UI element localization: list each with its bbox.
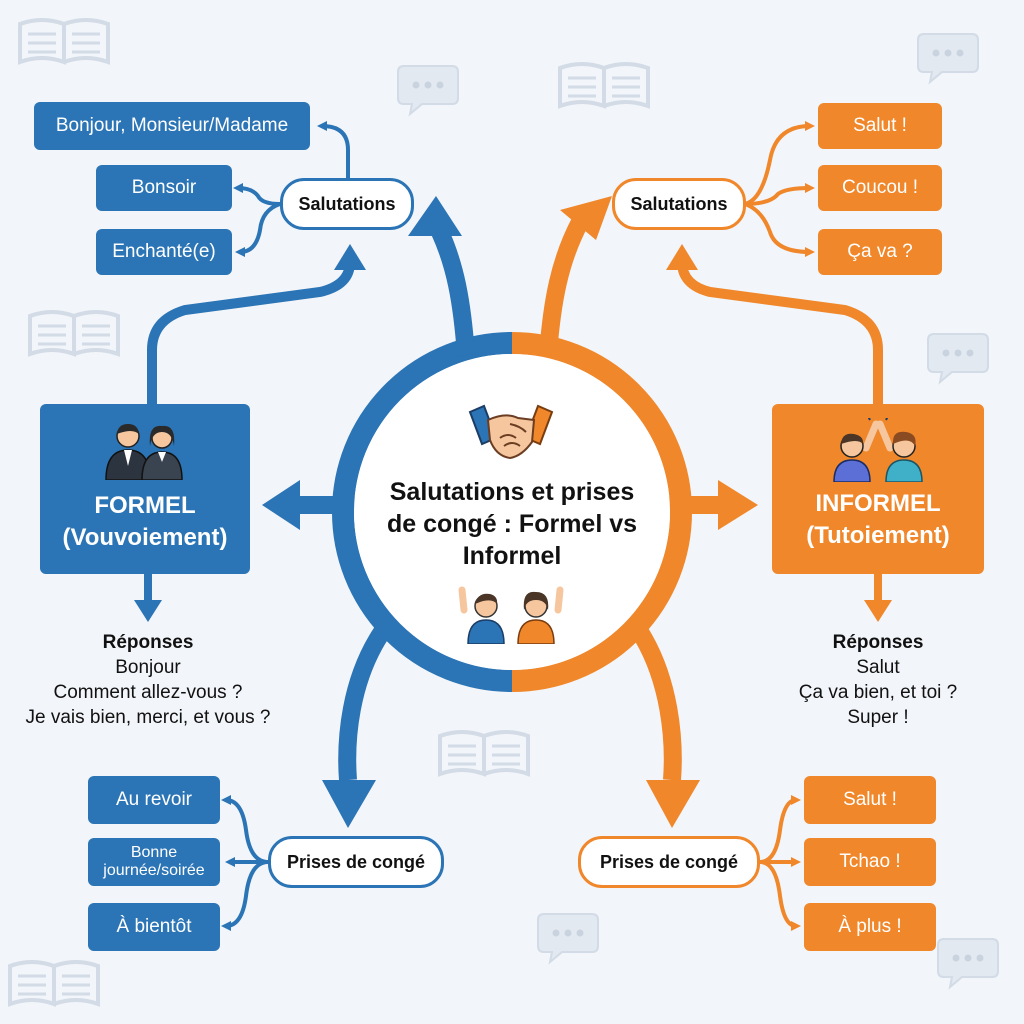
waving-people-icon — [458, 586, 564, 644]
formal-responses-heading: Réponses — [102, 632, 194, 653]
formal-greeting-item: Enchanté(e) — [96, 229, 232, 275]
center-disc — [354, 354, 670, 670]
informal-responses: Réponses Salut Ça va bien, et toi ? Supe… — [758, 630, 998, 730]
formal-farewell-item: Au revoir — [88, 776, 220, 824]
informal-greeting-item: Salut ! — [818, 103, 942, 149]
formal-responses: Réponses Bonjour Comment allez-vous ? Je… — [0, 630, 296, 730]
formal-title: FORMEL — [94, 492, 196, 519]
informal-title: INFORMEL — [815, 490, 941, 517]
formal-greetings-node: Salutations — [280, 178, 414, 230]
formal-greeting-item: Bonsoir — [96, 165, 232, 211]
informal-farewell-item: À plus ! — [804, 903, 936, 951]
arrow-head — [408, 196, 462, 236]
formal-response-line: Je vais bien, merci, et vous ? — [25, 707, 271, 729]
informal-greetings-node: Salutations — [612, 178, 746, 230]
informal-response-line: Ça va bien, et toi ? — [798, 682, 958, 704]
formal-subtitle: (Vouvoiement) — [62, 524, 228, 552]
informal-response-line: Super ! — [847, 707, 909, 729]
informal-node: INFORMEL (Tutoiement) — [772, 404, 984, 574]
informal-farewells-node: Prises de congé — [578, 836, 760, 888]
formal-response-line: Comment allez-vous ? — [53, 682, 243, 704]
central-title: Salutations et prises de congé : Formel … — [386, 478, 638, 570]
formal-response-line: Bonjour — [115, 657, 181, 679]
formal-greeting-item: Bonjour, Monsieur/Madame — [34, 102, 310, 150]
business-people-icon — [105, 424, 183, 480]
handshake-icon — [468, 404, 554, 460]
formal-farewells-node: Prises de congé — [268, 836, 444, 888]
informal-farewell-item: Salut ! — [804, 776, 936, 824]
informal-greeting-item: Ça va ? — [818, 229, 942, 275]
informal-subtitle: (Tutoiement) — [806, 522, 950, 550]
formal-node: FORMEL (Vouvoiement) — [40, 404, 250, 574]
informal-responses-heading: Réponses — [832, 632, 924, 653]
formal-farewell-item: Bonne journée/soirée — [88, 838, 220, 886]
informal-farewell-item: Tchao ! — [804, 838, 936, 886]
formal-farewell-item: À bientôt — [88, 903, 220, 951]
high-five-friends-icon — [833, 418, 923, 482]
informal-greeting-item: Coucou ! — [818, 165, 942, 211]
informal-response-line: Salut — [856, 657, 900, 679]
